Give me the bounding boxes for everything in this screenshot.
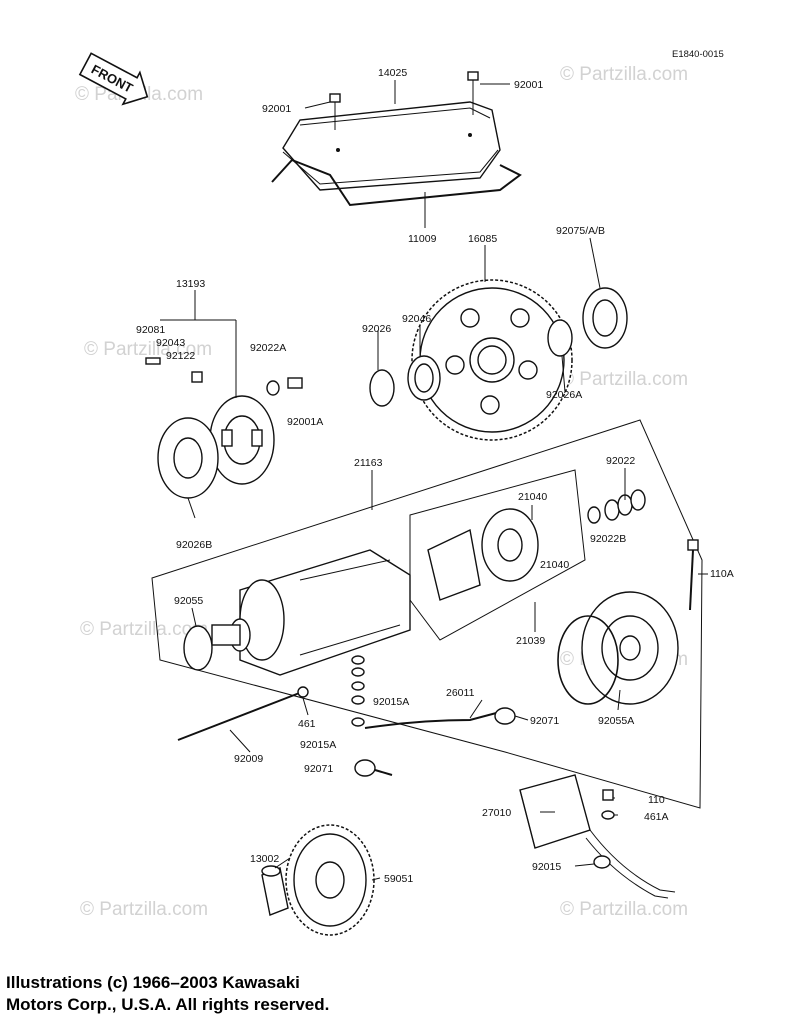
seal-92075 <box>582 287 628 349</box>
terminal-92071 <box>354 707 516 777</box>
part-label: 21039 <box>516 635 545 647</box>
washer-461 <box>297 686 309 698</box>
part-label: 92001A <box>287 416 323 428</box>
part-label: 14025 <box>378 67 407 79</box>
front-arrow-icon: FRONT <box>78 52 149 106</box>
part-label: 11009 <box>408 233 437 245</box>
part-label: 92015A <box>300 739 336 751</box>
part-label: 461A <box>644 811 669 823</box>
part-label: 59051 <box>384 873 413 885</box>
part-label: 461 <box>298 718 316 730</box>
part-label: 92026B <box>176 539 212 551</box>
gasket-11009 <box>271 158 522 207</box>
washer-92026 <box>369 369 395 407</box>
part-label: 110 <box>648 794 665 806</box>
part-label: 110A <box>710 568 734 580</box>
watermark: © Partzilla.com <box>84 339 212 360</box>
part-label: 92071 <box>304 763 333 775</box>
watermark: © Partzilla.com <box>560 899 688 920</box>
watermark: © Partzilla.com <box>80 619 208 640</box>
part-label: 92015 <box>532 861 561 873</box>
watermark: © Partzilla.com <box>560 369 688 390</box>
diagram-code: E1840-0015 <box>672 49 724 60</box>
part-label: 21163 <box>354 457 383 469</box>
part-label: 92055 <box>174 595 203 607</box>
part-label: 13002 <box>250 853 279 865</box>
part-labels: 14025 92001 92001 11009 16085 92075/A/B … <box>136 67 734 885</box>
part-label: 92026 <box>362 323 391 335</box>
part-label: 26011 <box>446 687 475 699</box>
cable-26011 <box>364 711 501 729</box>
part-label: 92055A <box>598 715 634 727</box>
gear-59051 <box>285 824 375 936</box>
part-label: 92046 <box>402 313 431 325</box>
part-label: 92075/A/B <box>556 225 605 237</box>
leader-lines <box>160 80 708 881</box>
part-label: 27010 <box>482 807 511 819</box>
end-cover-92055A <box>557 591 679 705</box>
part-label: 92022A <box>250 342 286 354</box>
part-label: 92001 <box>262 103 291 115</box>
bolt-92001 <box>329 71 479 130</box>
part-label: 21040 <box>540 559 569 571</box>
gear-16085 <box>411 279 573 441</box>
washers-92022 <box>587 489 646 524</box>
part-label: 16085 <box>468 233 497 245</box>
bolt-92009 <box>177 691 303 741</box>
plate-92026B <box>157 417 219 499</box>
washer-92026A <box>547 319 573 357</box>
part-label: 92001 <box>514 79 543 91</box>
assembly-outline-21163 <box>151 419 703 809</box>
part-label: 13193 <box>176 278 205 290</box>
nuts-92015A <box>351 655 365 727</box>
copyright-line-2: Motors Corp., U.S.A. All rights reserved… <box>6 995 330 1014</box>
oring-92055 <box>183 625 213 671</box>
cover-14025 <box>282 101 501 191</box>
part-label: 92022 <box>606 455 635 467</box>
copyright-line-1: Illustrations (c) 1966–2003 Kawasaki <box>6 973 300 992</box>
part-label: 92071 <box>530 715 559 727</box>
bearing-92046 <box>407 355 441 401</box>
relay-fasteners <box>593 789 615 869</box>
bolt-110A <box>687 539 699 611</box>
copyright-notice: Illustrations (c) 1966–2003 Kawasaki Mot… <box>6 972 329 1016</box>
part-label: 92015A <box>373 696 409 708</box>
watermark-layer: © Partzilla.com © Partzilla.com © Partzi… <box>75 64 688 920</box>
watermark: © Partzilla.com <box>80 899 208 920</box>
part-label: 92026A <box>546 389 582 401</box>
part-label: 92081 <box>136 324 165 336</box>
part-label: 92022B <box>590 533 626 545</box>
starter-motor <box>211 549 411 676</box>
brush-holder <box>427 508 539 601</box>
clutch-13193 <box>209 395 275 485</box>
part-label: 92043 <box>156 337 185 349</box>
watermark: © Partzilla.com <box>560 64 688 85</box>
part-label: 92009 <box>234 753 263 765</box>
part-label: 21040 <box>518 491 547 503</box>
part-label: 92122 <box>166 350 195 362</box>
collar-13002 <box>261 865 289 916</box>
clutch-small-parts <box>145 357 303 396</box>
